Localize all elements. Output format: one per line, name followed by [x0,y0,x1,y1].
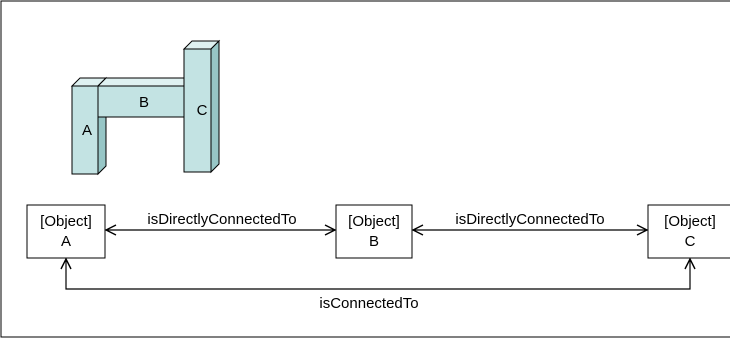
object-type-label: [Object] [348,213,400,230]
relation-label: isConnectedTo [319,295,418,312]
relation-b-c[interactable]: isDirectlyConnectedTo [413,211,647,230]
object-name: C [685,233,696,250]
block-b-label: B [139,94,149,111]
relation-a-b[interactable]: isDirectlyConnectedTo [106,211,335,230]
relation-label: isDirectlyConnectedTo [455,211,604,228]
object-box-c [647,204,730,259]
object-name: B [369,233,379,250]
object-node-a[interactable]: [Object] A [26,204,106,259]
object-node-b[interactable]: [Object] B [335,204,413,259]
object-type-label: [Object] [664,213,716,230]
block-c-label: C [197,102,208,119]
relation-a-c[interactable]: isConnectedTo [66,259,690,312]
object-box-b [335,204,413,259]
object-type-label: [Object] [40,213,92,230]
block-a-label: A [82,122,92,139]
block-illustration: A B C [70,39,221,176]
relation-arrow [66,259,690,290]
object-name: A [61,233,71,250]
block-c [182,39,221,174]
relation-label: isDirectlyConnectedTo [147,211,296,228]
object-node-c[interactable]: [Object] C [647,204,730,259]
object-box-a [26,204,106,259]
